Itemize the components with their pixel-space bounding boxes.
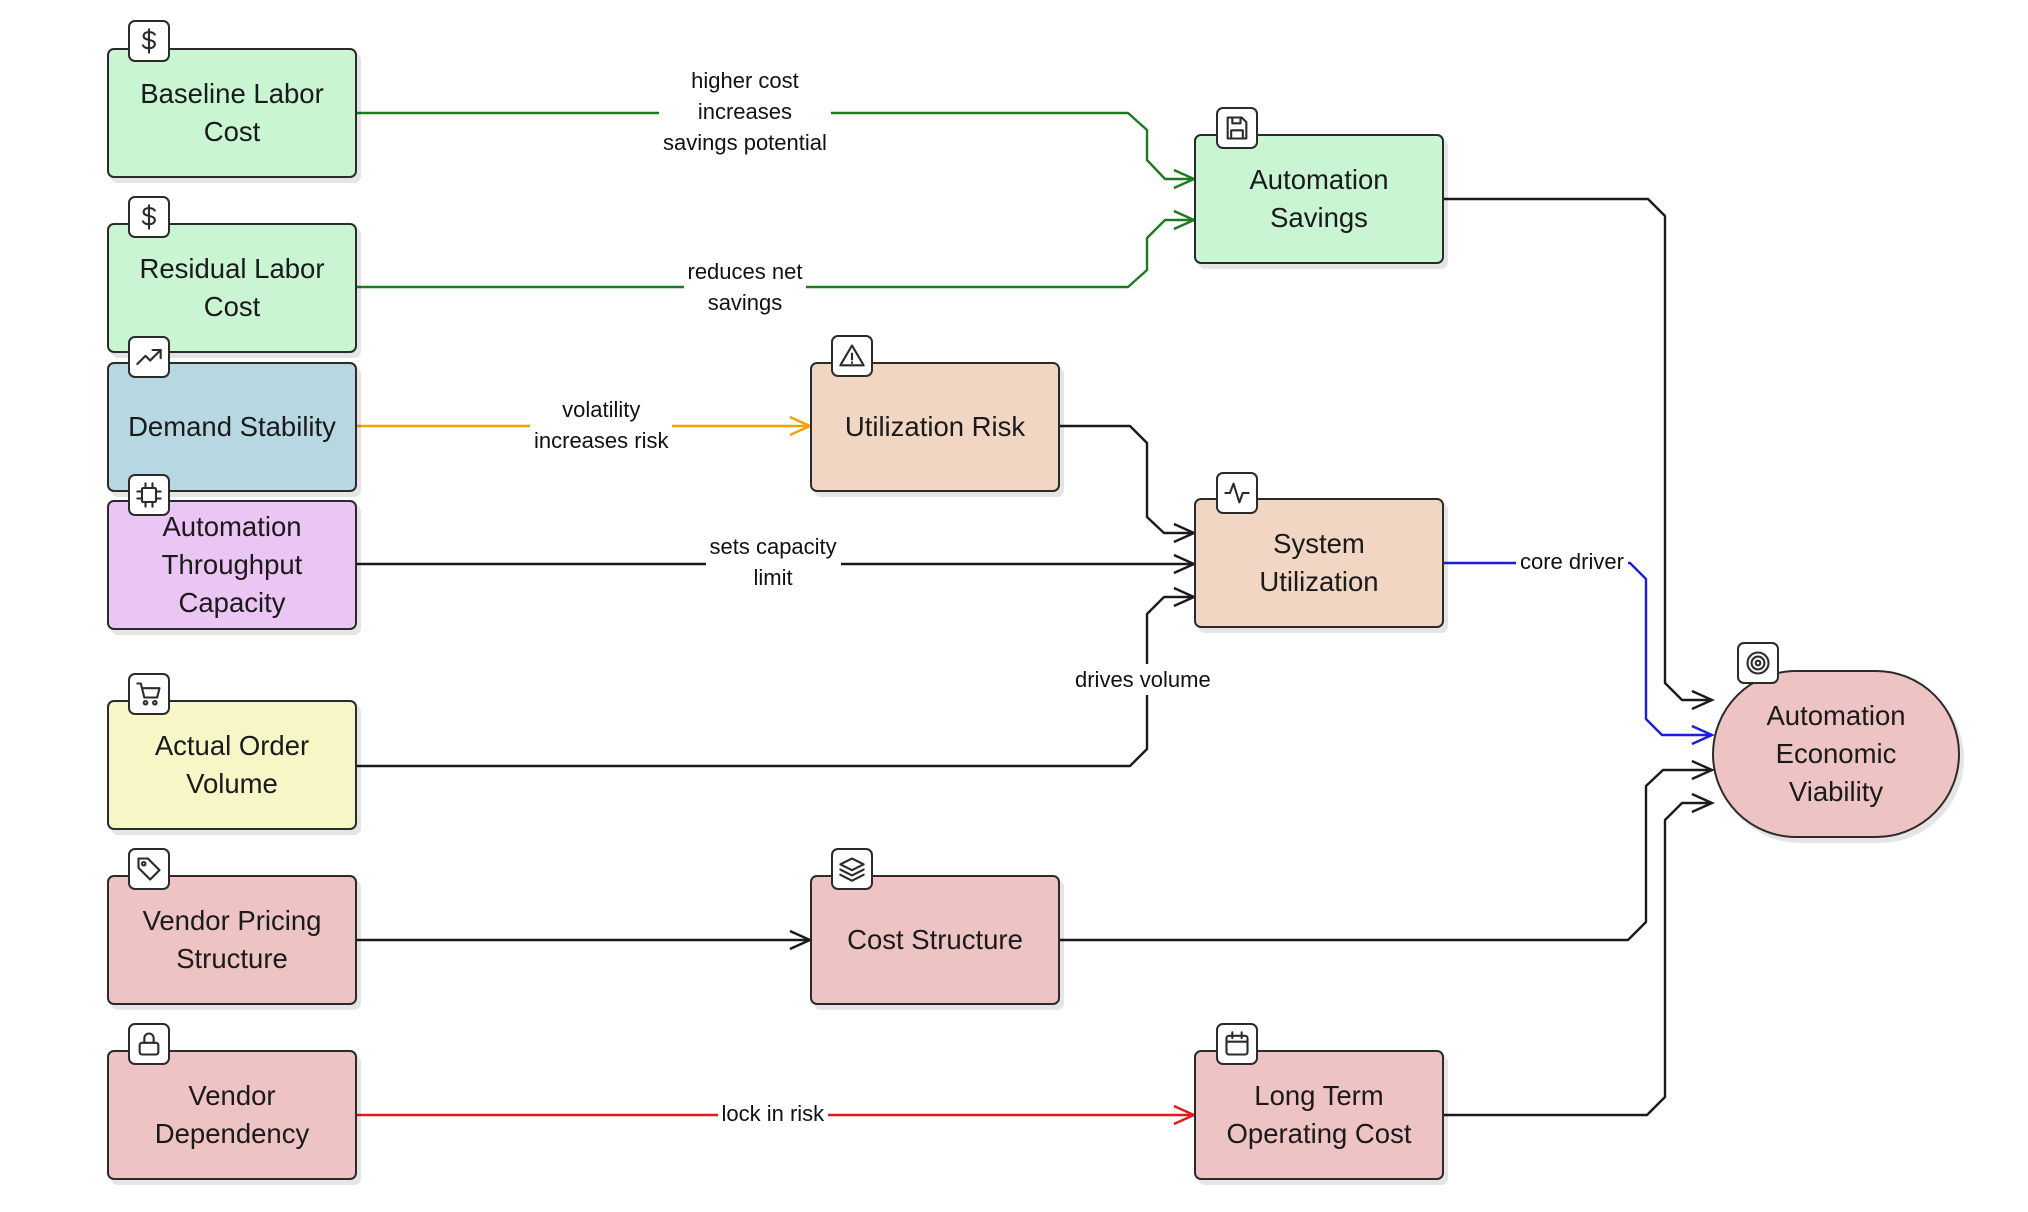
node-label: Utilization Risk xyxy=(844,411,1026,442)
edge-sysutil-to-viability xyxy=(1444,561,1715,746)
edge-orders-to-sysutil xyxy=(357,586,1197,768)
edge-line xyxy=(357,218,1194,289)
node-label: Baseline Labor Cost xyxy=(140,78,324,147)
node-demand[interactable]: Demand Stability xyxy=(107,362,357,492)
node-savings[interactable]: Automation Savings xyxy=(1194,134,1444,264)
node-label: Long Term Operating Cost xyxy=(1226,1080,1412,1149)
dollar-icon xyxy=(128,196,170,238)
edge-savings-to-viability xyxy=(1444,197,1715,711)
node-coststructure[interactable]: Cost Structure xyxy=(810,875,1060,1005)
node-label: Automation Throughput Capacity xyxy=(161,511,303,618)
node-vendordep[interactable]: Vendor Dependency xyxy=(107,1050,357,1180)
lock-icon xyxy=(128,1023,170,1065)
node-label: Actual Order Volume xyxy=(154,730,310,799)
cart-icon xyxy=(128,673,170,715)
node-label: Automation Economic Viability xyxy=(1766,700,1906,807)
node-throughput[interactable]: Automation Throughput Capacity xyxy=(107,500,357,630)
dollar-icon xyxy=(128,20,170,62)
activity-icon xyxy=(1216,472,1258,514)
edge-label: sets capacity limit xyxy=(705,531,841,593)
node-sysutil[interactable]: System Utilization xyxy=(1194,498,1444,628)
arrowhead xyxy=(1691,759,1715,781)
edge-coststructure-to-viability xyxy=(1060,759,1715,942)
edge-label: drives volume xyxy=(1071,663,1215,695)
node-viability[interactable]: Automation Economic Viability xyxy=(1712,670,1960,838)
node-orders[interactable]: Actual Order Volume xyxy=(107,700,357,830)
node-label: Vendor Dependency xyxy=(154,1080,310,1149)
node-residual[interactable]: Residual Labor Cost xyxy=(107,223,357,353)
edge-longterm-to-viability xyxy=(1444,792,1715,1117)
edge-line xyxy=(357,111,1194,181)
node-longterm[interactable]: Long Term Operating Cost xyxy=(1194,1050,1444,1180)
node-baseline[interactable]: Baseline Labor Cost xyxy=(107,48,357,178)
edge-label: core driver xyxy=(1516,545,1628,577)
target-icon xyxy=(1737,642,1779,684)
edge-vendorpricing-to-coststructure xyxy=(357,929,813,951)
trending-up-icon xyxy=(128,336,170,378)
node-label: Demand Stability xyxy=(128,411,336,442)
arrowhead xyxy=(1691,792,1715,814)
tag-icon xyxy=(128,848,170,890)
edge-label: volatility increases risk xyxy=(530,394,673,456)
node-label: Cost Structure xyxy=(847,924,1023,955)
node-vendorpricing[interactable]: Vendor Pricing Structure xyxy=(107,875,357,1005)
edge-line xyxy=(1060,768,1712,942)
edge-line xyxy=(1060,424,1194,535)
calendar-icon xyxy=(1216,1023,1258,1065)
edge-line xyxy=(1444,561,1712,737)
edge-line xyxy=(1444,801,1712,1117)
edge-line xyxy=(357,595,1194,768)
arrowhead xyxy=(1691,689,1715,711)
cpu-icon xyxy=(128,474,170,516)
node-urisk[interactable]: Utilization Risk xyxy=(810,362,1060,492)
node-label: Vendor Pricing Structure xyxy=(142,905,322,974)
warning-icon xyxy=(831,335,873,377)
edge-label: reduces net savings xyxy=(683,256,807,318)
edge-line xyxy=(1444,197,1712,702)
node-label: Automation Savings xyxy=(1249,164,1389,233)
node-label: System Utilization xyxy=(1259,528,1379,597)
save-icon xyxy=(1216,107,1258,149)
edge-label: higher cost increases savings potential xyxy=(659,64,831,158)
arrowhead xyxy=(1691,724,1715,746)
node-label: Residual Labor Cost xyxy=(139,253,325,322)
layers-icon xyxy=(831,848,873,890)
edge-urisk-to-sysutil xyxy=(1060,424,1197,544)
edge-label: lock in risk xyxy=(717,1097,829,1129)
